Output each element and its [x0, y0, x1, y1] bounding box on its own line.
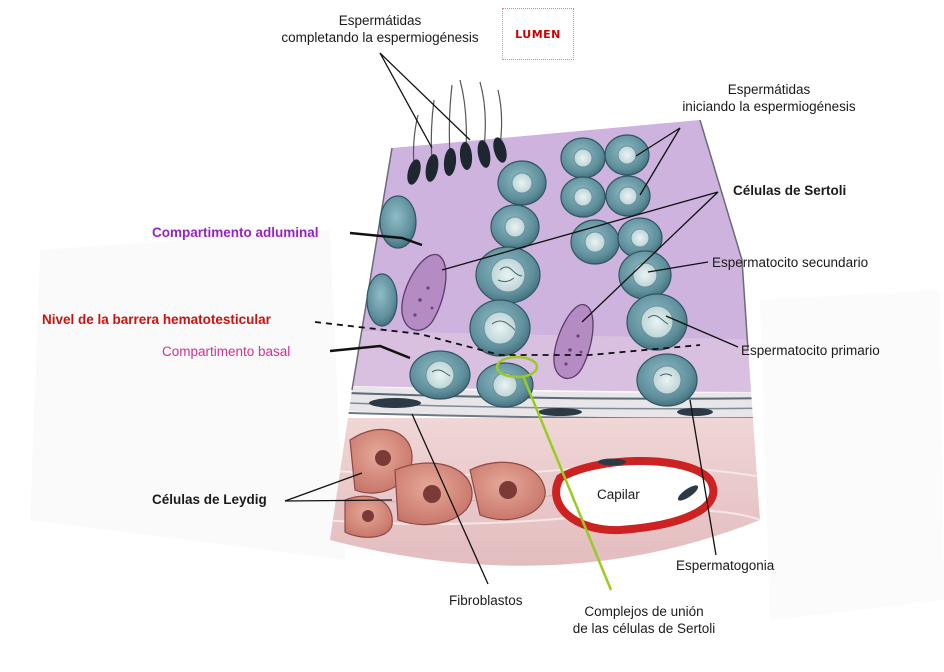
tissue-section	[320, 110, 780, 618]
label-line: de las células de Sertoli	[564, 620, 724, 637]
label-spermatids-completing: Espermátidas completando la espermiogéne…	[246, 12, 514, 46]
label-sertoli-cells: Células de Sertoli	[733, 182, 846, 199]
label-spermatogonia: Espermatogonia	[676, 557, 774, 574]
label-line: Espermátidas	[668, 81, 870, 98]
label-line: Complejos de unión	[564, 603, 724, 620]
lumen-label: LUMEN	[515, 28, 561, 41]
lumen-label-box: LUMEN	[502, 8, 574, 60]
label-line: iniciando la espermiogénesis	[668, 98, 870, 115]
label-secondary-spermatocyte: Espermatocito secundario	[712, 254, 868, 271]
label-capillary: Capilar	[597, 486, 640, 503]
label-line: completando la espermiogénesis	[246, 29, 514, 46]
label-basal-compartment: Compartimento basal	[162, 343, 290, 360]
label-spermatids-starting: Espermátidas iniciando la espermiogénesi…	[668, 81, 870, 115]
label-line: Espermátidas	[246, 12, 514, 29]
label-adluminal-compartment: Compartimento adluminal	[152, 224, 319, 241]
label-blood-testis-barrier: Nivel de la barrera hematotesticular	[42, 311, 271, 328]
label-primary-spermatocyte: Espermatocito primario	[741, 342, 880, 359]
label-fibroblasts: Fibroblastos	[449, 592, 523, 609]
label-sertoli-junctions: Complejos de unión de las células de Ser…	[564, 603, 724, 637]
label-leydig-cells: Células de Leydig	[152, 491, 267, 508]
